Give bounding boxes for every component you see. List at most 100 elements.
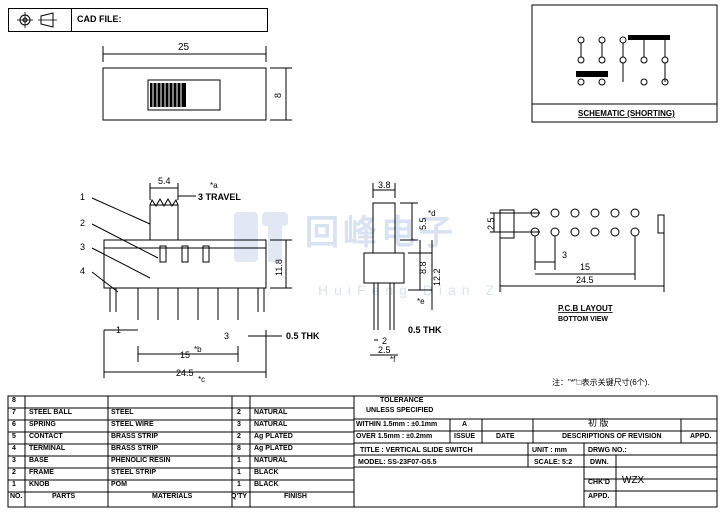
desc-rev-label: DESCRIPTIONS OF REVISION (562, 433, 662, 440)
side-view-body (363, 252, 405, 284)
bom-cell-qty: 1 (237, 481, 241, 488)
dim-1-text: 1 (116, 325, 121, 335)
bom-cell-qty: 2 (237, 409, 241, 416)
bom-cell-no: 4 (12, 445, 16, 452)
dim-5-4-text: 5.4 (158, 176, 171, 186)
star-d-text: *d (428, 209, 436, 218)
bom-cell-finish: NATURAL (254, 421, 288, 428)
star-b-text: *b (194, 345, 202, 354)
bom-cell-part: SPRING (29, 421, 56, 428)
bom-cell-part: BASE (29, 457, 49, 464)
bom-cell-material: STEEL STRIP (111, 469, 156, 476)
side-2-text: 2 (382, 336, 387, 346)
dim-3-text: 3 (224, 331, 229, 341)
bom-cell-no: 2 (12, 469, 16, 476)
dim-11-8-text: 11.8 (274, 259, 284, 276)
tolerance-label: TOLERANCE (380, 397, 424, 404)
chkd-label: CHK'D (588, 479, 610, 486)
pcb-holes (530, 208, 640, 237)
pcb-left-slot (499, 209, 515, 239)
star-a-text: *a (210, 181, 218, 190)
pcb-3-text: 3 (562, 250, 567, 260)
technical-drawing: 25 8 5.4 *a 3 TRAVEL 1 2 3 4 11.8 1 3 0.… (80, 4, 718, 387)
issue-label: ISSUE (454, 433, 476, 440)
bom-cell-finish: BLACK (254, 481, 279, 488)
drwg-label: DRWG NO.: (588, 447, 627, 454)
note-text: 注："*"□表示关键尺寸(6个). (552, 377, 650, 387)
side-3-8-text: 3.8 (378, 180, 391, 190)
top-view-slot (147, 79, 221, 111)
title-block-grid (7, 395, 718, 508)
bom-cell-qty: 3 (237, 421, 241, 428)
callout-4: 4 (80, 266, 85, 276)
dim-25-text: 25 (178, 42, 190, 53)
bom-cell-no: 3 (12, 457, 16, 464)
bom-cell-finish: BLACK (254, 469, 279, 476)
scale-label: SCALE: 5:2 (534, 459, 573, 466)
bom-cell-material: STEEL (111, 409, 134, 416)
bom-cell-material: BRASS STRIP (111, 433, 159, 440)
star-e-text: *e (417, 297, 425, 306)
title-label: TITLE : VERTICAL SLIDE SWITCH (360, 447, 473, 454)
schematic-label: SCHEMATIC (SHORTING) (578, 109, 675, 118)
bom-cell-finish: NATURAL (254, 457, 288, 464)
dim-24-5-text: 24.5 (176, 368, 194, 378)
bom-cell-material: STEEL WIRE (111, 421, 154, 428)
bom-cell-part: TERMINAL (29, 445, 66, 452)
star-f-text: *f (390, 355, 396, 364)
bom-header-qty: Q'TY (231, 493, 248, 500)
bom-header-material: MATERIALS (152, 493, 193, 500)
unit-label: UNIT : mm (532, 447, 567, 454)
front-view-base (103, 239, 267, 289)
star-c-text: *c (198, 375, 205, 384)
travel-text: 3 TRAVEL (198, 192, 241, 202)
callout-2: 2 (80, 218, 85, 228)
appd2-label: APPD. (588, 493, 610, 500)
over-label: OVER 1.5mm : ±0.2mm (356, 433, 433, 440)
dwn-label: DWN. (590, 459, 609, 466)
unless-label: UNLESS SPECIFIED (366, 407, 434, 414)
date-label: DATE (496, 433, 515, 440)
first-edition-label: 初 版 (588, 418, 609, 428)
side-12-2-text: 12.2 (432, 268, 442, 286)
bom-cell-part: KNOB (29, 481, 50, 488)
bom-cell-no: 7 (12, 409, 16, 416)
dim-8-text: 8 (273, 93, 283, 98)
pcb-2-5-text: 2.5 (486, 217, 496, 230)
schematic-diagram (576, 35, 670, 86)
within-label: WITHIN 1.5mm : ±0.1mm (356, 421, 438, 428)
bom-cell-no: 1 (12, 481, 16, 488)
bom-cell-material: BRASS STRIP (111, 445, 159, 452)
cad-file-label: CAD FILE: (77, 14, 122, 24)
pcb-24-5-text: 24.5 (576, 275, 594, 285)
pcb-right-slot (657, 214, 665, 234)
pcb-15-text: 15 (580, 262, 590, 272)
callout-1: 1 (80, 192, 85, 202)
projection-symbol-icon (9, 9, 72, 31)
watermark-logo-icon (234, 212, 288, 262)
bom-cell-qty: 8 (237, 445, 241, 452)
bom-header-no: NO. (10, 493, 23, 500)
bom-cell-qty: 1 (237, 469, 241, 476)
top-view-body (102, 67, 267, 121)
front-view-knob (149, 204, 179, 241)
bom-cell-part: FRAME (29, 469, 54, 476)
bom-cell-material: POM (111, 481, 127, 488)
side-view-knob (372, 202, 396, 254)
top-view-knob (150, 83, 186, 107)
bom-cell-qty: 2 (237, 433, 241, 440)
bom-header-part: PARTS (52, 493, 76, 500)
bom-cell-part: STEEL BALL (29, 409, 73, 416)
rev-a-label: A (462, 421, 468, 428)
pcb-title-text: P.C.B LAYOUT (558, 304, 613, 313)
drafter-label: WZX (622, 475, 645, 486)
appd-label: APPD. (690, 433, 712, 440)
bom-cell-no: 8 (12, 397, 16, 404)
pcb-subtitle-text: BOTTOM VIEW (558, 316, 608, 323)
bom-cell-finish: Ag PLATED (254, 433, 293, 440)
dim-15-text: 15 (180, 350, 190, 360)
callout-3: 3 (80, 242, 85, 252)
model-label: MODEL: SS-23F07-G5.5 (358, 459, 437, 466)
side-5-5-text: 5.5 (418, 217, 428, 230)
thk-text: 0.5 THK (286, 331, 320, 341)
